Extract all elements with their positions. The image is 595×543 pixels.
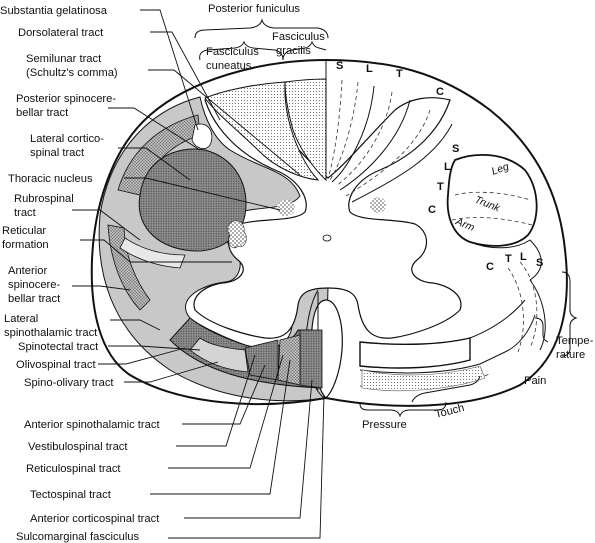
label-posterior-spinocerebellar-1: Posterior spinocere- xyxy=(16,93,116,105)
label-fasciculus-gracilis-1: Fasciculus xyxy=(272,31,325,43)
seg-lat-c: C xyxy=(428,204,436,216)
label-anterior-spinocerebellar-2: spinocere- xyxy=(8,279,61,291)
label-pain: Pain xyxy=(524,375,546,387)
label-anterior-corticospinal: Anterior corticospinal tract xyxy=(30,513,160,525)
right-brackets xyxy=(359,271,578,418)
label-reticular-1: Reticular xyxy=(2,225,46,237)
label-rubrospinal-2: tract xyxy=(14,207,37,219)
thoracic-nucleus-left xyxy=(277,200,295,216)
label-posterior-funiculus: Posterior funiculus xyxy=(208,3,300,15)
label-olivospinal: Olivospinal tract xyxy=(16,359,96,371)
label-tectospinal: Tectospinal tract xyxy=(30,489,112,501)
label-pressure: Pressure xyxy=(362,419,407,431)
label-fasciculus-cuneatus-1: Fasciculus xyxy=(206,46,259,58)
fasciculus-gracilis-region xyxy=(284,78,327,182)
label-lateral-spinothalamic-1: Lateral xyxy=(4,313,38,325)
substantia-gelatinosa-region xyxy=(191,123,213,150)
central-canal xyxy=(322,234,332,242)
seg-lat-l: L xyxy=(444,161,451,173)
label-anterior-spinocerebellar-1: Anterior xyxy=(8,265,47,277)
label-fasciculus-cuneatus-2: cuneatus xyxy=(206,60,252,72)
fasciculus-cuneatus-region xyxy=(204,81,320,181)
seg-top-c: C xyxy=(436,86,444,98)
label-spino-olivary: Spino-olivary tract xyxy=(24,377,114,389)
label-posterior-spinocerebellar-2: bellar tract xyxy=(16,107,69,119)
text-labels: Substantia gelatinosa Dorsolateral tract… xyxy=(0,3,594,543)
seg-lat-s: S xyxy=(452,143,459,155)
seg-lat-t: T xyxy=(437,181,444,193)
label-leg: Leg xyxy=(490,160,511,177)
reticular-formation-region xyxy=(227,220,247,249)
posterior-funiculus-bracket xyxy=(194,18,329,61)
label-rubrospinal-1: Rubrospinal xyxy=(14,193,74,205)
seg-low-c: C xyxy=(486,261,494,273)
label-thoracic-nucleus: Thoracic nucleus xyxy=(8,173,93,185)
seg-low-t: T xyxy=(505,253,512,265)
label-dorsolateral-tract: Dorsolateral tract xyxy=(18,27,104,39)
seg-low-s: S xyxy=(536,257,543,269)
label-temperature-2: rature xyxy=(556,349,585,361)
seg-low-l: L xyxy=(520,251,527,263)
label-sulcomarginal: Sulcomarginal fasciculus xyxy=(16,531,140,543)
leader-lines xyxy=(72,9,325,539)
right-posterior-lines xyxy=(327,79,453,203)
label-anterior-spinothalamic: Anterior spinothalamic tract xyxy=(24,419,160,431)
label-substantia-gelatinosa: Substantia gelatinosa xyxy=(0,5,108,17)
label-vestibulospinal: Vestibulospinal tract xyxy=(28,441,128,453)
label-reticulospinal: Reticulospinal tract xyxy=(26,463,121,475)
label-fasciculus-gracilis-2: gracilis xyxy=(276,45,311,57)
label-schultz-comma: (Schultz's comma) xyxy=(26,67,118,79)
seg-top-t: T xyxy=(396,68,403,80)
label-lateral-corticospinal-2: spinal tract xyxy=(30,147,85,159)
label-lateral-spinothalamic-2: spinothalamic tract xyxy=(4,327,98,339)
label-spinotectal: Spinotectal tract xyxy=(18,341,99,353)
right-lateral-corticospinal xyxy=(446,154,538,247)
label-semilunar-tract: Semilunar tract xyxy=(26,53,102,65)
label-reticular-2: formation xyxy=(2,239,49,251)
seg-top-s: S xyxy=(336,60,343,72)
label-temperature-1: Tempe- xyxy=(556,335,594,347)
label-lateral-corticospinal-1: Lateral cortico- xyxy=(30,133,104,145)
seg-top-l: L xyxy=(366,63,373,75)
thoracic-nucleus-right xyxy=(370,197,386,213)
label-anterior-spinocerebellar-3: bellar tract xyxy=(8,293,61,305)
touch-region xyxy=(361,365,486,392)
